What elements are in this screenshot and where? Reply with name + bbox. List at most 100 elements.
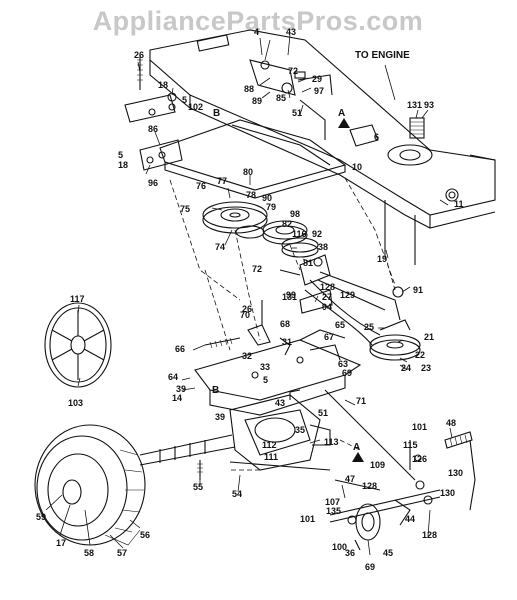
part-label: 128 bbox=[320, 282, 335, 292]
part-label: 85 bbox=[276, 93, 286, 103]
part-label: 72 bbox=[288, 66, 298, 76]
part-label: 102 bbox=[188, 102, 203, 112]
part-label: 117 bbox=[70, 294, 85, 304]
rear-tire bbox=[34, 424, 146, 546]
hubcap-103 bbox=[44, 302, 112, 388]
part-label: 38 bbox=[318, 242, 328, 252]
part-label: 23 bbox=[421, 363, 431, 373]
part-label: 129 bbox=[340, 290, 355, 300]
part-label: 115 bbox=[403, 440, 418, 450]
part-label: 74 bbox=[215, 242, 225, 252]
part-label: 107 bbox=[325, 497, 340, 507]
part-label: 92 bbox=[312, 229, 322, 239]
part-label: 5 bbox=[182, 95, 187, 105]
part-label: 18 bbox=[118, 160, 128, 170]
reference-lines bbox=[169, 177, 396, 471]
part-label: 131 bbox=[282, 292, 297, 302]
part-label: 14 bbox=[172, 393, 182, 403]
part-label: 101 bbox=[300, 514, 315, 524]
part-label: 76 bbox=[196, 181, 206, 191]
part-label: 39 bbox=[176, 384, 186, 394]
part-label: 36 bbox=[345, 548, 355, 558]
part-label: 48 bbox=[446, 418, 456, 428]
part-label: 111 bbox=[264, 452, 278, 462]
part-label: 67 bbox=[324, 332, 334, 342]
part-label: 5 bbox=[118, 150, 123, 160]
part-label: 57 bbox=[117, 548, 127, 558]
part-label: 66 bbox=[175, 344, 185, 354]
arrow-a-upper: A bbox=[338, 108, 350, 128]
part-label: 69 bbox=[342, 368, 352, 378]
part-label: 24 bbox=[401, 363, 411, 373]
part-label: 116 bbox=[292, 229, 307, 239]
label-b-lower: B bbox=[212, 385, 219, 396]
part-label: 26 bbox=[242, 304, 252, 314]
part-label: 56 bbox=[140, 530, 150, 540]
part-label: 126 bbox=[412, 454, 427, 464]
part-label: 17 bbox=[56, 538, 66, 548]
part-label: 77 bbox=[217, 176, 227, 186]
part-label: 101 bbox=[412, 422, 427, 432]
part-label: 70 bbox=[240, 310, 250, 320]
part-label: 29 bbox=[312, 74, 322, 84]
part-label: 51 bbox=[318, 408, 328, 418]
part-label: 99 bbox=[286, 290, 296, 300]
transmission-bracket bbox=[194, 329, 362, 416]
part-label: 6 bbox=[374, 132, 379, 142]
part-label: 19 bbox=[377, 254, 387, 264]
part-label: 69 bbox=[365, 562, 375, 572]
part-label: 91 bbox=[413, 285, 423, 295]
pulley-21 bbox=[369, 319, 421, 361]
part-label: 72 bbox=[252, 264, 262, 274]
part-label: 71 bbox=[356, 396, 366, 406]
pulley-98 bbox=[281, 237, 319, 258]
part-label: 75 bbox=[180, 204, 190, 214]
part-label: 94 bbox=[322, 302, 332, 312]
part-label: 130 bbox=[448, 468, 463, 478]
part-label: 80 bbox=[243, 167, 253, 177]
part-label: 98 bbox=[290, 209, 300, 219]
part-label: 58 bbox=[84, 548, 94, 558]
part-label: 5 bbox=[263, 375, 268, 385]
part-label: 32 bbox=[242, 351, 252, 361]
part-label: 39 bbox=[215, 412, 225, 422]
spring-131 bbox=[409, 117, 425, 139]
svg-text:A: A bbox=[353, 442, 360, 453]
svg-text:A: A bbox=[338, 108, 345, 119]
left-brackets bbox=[124, 55, 183, 171]
part-label: 47 bbox=[345, 474, 355, 484]
part-label: 63 bbox=[338, 359, 348, 369]
part-label: 128 bbox=[362, 481, 377, 491]
part-label: 130 bbox=[440, 488, 455, 498]
part-label: 54 bbox=[232, 489, 242, 499]
part-label: 68 bbox=[280, 319, 290, 329]
part-label: 103 bbox=[68, 398, 83, 408]
part-label: 90 bbox=[262, 193, 272, 203]
idler-bracket bbox=[279, 254, 404, 314]
pulley-75 bbox=[202, 201, 268, 239]
pulley-79 bbox=[262, 220, 308, 245]
part-label: 82 bbox=[282, 219, 292, 229]
part-label: 81 bbox=[303, 258, 313, 268]
part-label: 89 bbox=[252, 96, 262, 106]
part-labels: 26 4 43 18 5 102 88 72 29 97 89 85 51 13… bbox=[36, 27, 464, 572]
rod-71 bbox=[324, 389, 416, 481]
leader-lines bbox=[45, 34, 453, 556]
transaxle bbox=[139, 389, 331, 480]
part-label: 93 bbox=[424, 100, 434, 110]
part-label: 88 bbox=[244, 84, 254, 94]
label-b-upper: B bbox=[213, 108, 220, 119]
part-label: 11 bbox=[454, 199, 464, 209]
footrest-plate bbox=[159, 119, 347, 199]
part-label: 79 bbox=[266, 202, 276, 212]
part-label: 51 bbox=[292, 108, 302, 118]
part-label: 112 bbox=[262, 440, 277, 450]
part-label: 59 bbox=[36, 512, 46, 522]
brake-pedal-assembly bbox=[329, 431, 476, 551]
part-label: 43 bbox=[275, 398, 285, 408]
part-label: 22 bbox=[415, 350, 425, 360]
part-label: 135 bbox=[326, 506, 341, 516]
shift-linkage bbox=[247, 300, 341, 361]
part-label: 33 bbox=[260, 362, 270, 372]
